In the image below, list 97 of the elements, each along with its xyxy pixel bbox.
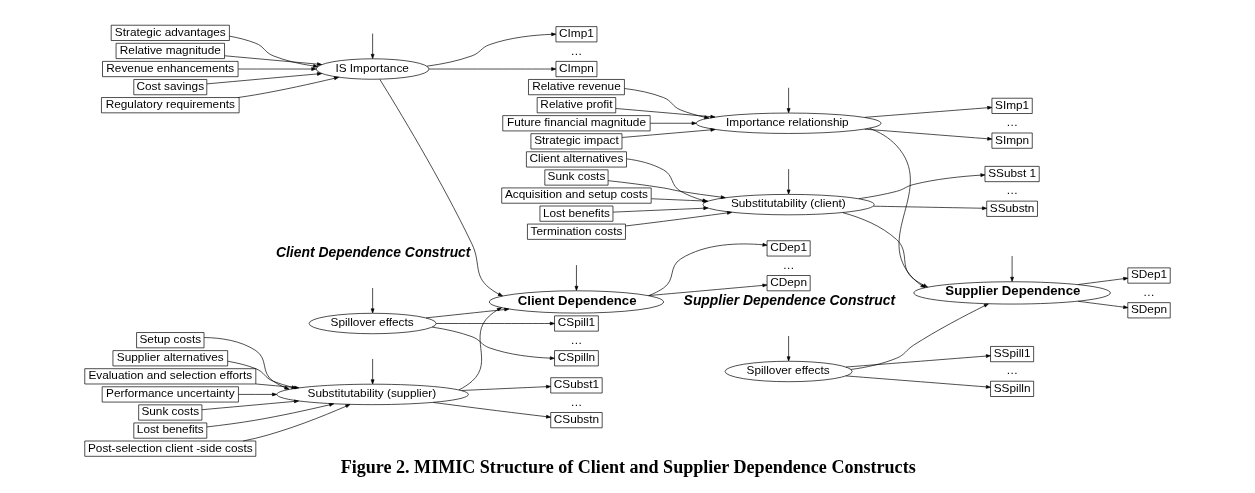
arrow xyxy=(431,326,555,360)
node-box: Relative profit xyxy=(536,97,617,114)
label: Supplier Dependence Construct xyxy=(683,291,896,308)
label: … xyxy=(1006,183,1018,198)
arrow xyxy=(224,55,322,66)
node-box: SSpilln xyxy=(990,380,1034,397)
label: … xyxy=(570,332,583,347)
arrow xyxy=(203,337,290,390)
arrow xyxy=(425,307,510,319)
node-box: Cost savings xyxy=(133,79,208,96)
arrow xyxy=(625,211,732,227)
label: … xyxy=(1006,363,1018,378)
arrow xyxy=(1077,276,1129,285)
node-box: Lost benefits xyxy=(133,422,208,439)
node-box: Revenue enhancements xyxy=(102,61,239,78)
arrow xyxy=(1077,300,1129,309)
node-box: Evaluation and selection efforts xyxy=(84,368,257,385)
node-box: CImpn xyxy=(555,61,598,78)
arrow xyxy=(864,105,993,118)
node-box: CSpill1 xyxy=(554,315,599,332)
arrow xyxy=(461,384,551,391)
arrow xyxy=(242,404,351,442)
node-box: Relative revenue xyxy=(528,79,625,96)
node-box: Lost benefits xyxy=(539,205,614,222)
label: … xyxy=(1006,115,1018,130)
arrow xyxy=(370,358,375,385)
node-box: Strategic impact xyxy=(530,133,623,150)
arrow xyxy=(612,206,709,213)
node-box: SDep1 xyxy=(1127,267,1171,284)
arrow xyxy=(574,264,579,291)
arrow xyxy=(237,76,339,98)
arrow xyxy=(1010,255,1014,282)
node-box: CSubst1 xyxy=(550,377,603,394)
arrow xyxy=(864,128,993,141)
arrow xyxy=(428,67,557,71)
arrow xyxy=(458,307,502,391)
node-box: SSubstn xyxy=(986,200,1038,217)
node-box: CDep1 xyxy=(766,240,811,257)
arrow xyxy=(869,127,926,288)
arrow xyxy=(624,88,710,119)
arrow xyxy=(432,402,551,419)
arrow xyxy=(786,87,791,114)
node-box: Supplier alternatives xyxy=(112,350,228,367)
arrow xyxy=(842,212,928,288)
arrow xyxy=(379,79,503,297)
arrow xyxy=(370,287,375,314)
node-box: Sunk costs xyxy=(138,404,203,421)
arrow xyxy=(786,168,791,195)
node-box: SImp1 xyxy=(991,97,1033,114)
node-box: Performance uncertainty xyxy=(101,386,239,403)
arrow xyxy=(845,354,991,368)
arrow xyxy=(229,35,319,68)
arrow xyxy=(435,321,555,326)
node-box: Sunk costs xyxy=(544,169,609,186)
label: Client Dependence Construct xyxy=(275,243,471,260)
arrow xyxy=(621,128,716,138)
label: … xyxy=(782,257,795,272)
label: … xyxy=(570,394,583,409)
node-box: Regulatory requirements xyxy=(101,97,240,114)
arrow xyxy=(648,283,768,296)
node-box: Post-selection client -side costs xyxy=(84,440,257,457)
arrow xyxy=(206,403,335,428)
node-box: Setup costs xyxy=(136,332,205,349)
arrow xyxy=(786,335,791,362)
node-box: CSpilln xyxy=(554,350,599,367)
arrow xyxy=(238,392,277,397)
label: … xyxy=(1143,284,1155,299)
node-box: CSubstn xyxy=(550,412,603,429)
arrow xyxy=(872,205,987,211)
label: … xyxy=(570,43,583,58)
node-box: Termination costs xyxy=(527,223,626,240)
node-box: SDepn xyxy=(1127,302,1171,319)
node-box: SSpill1 xyxy=(990,346,1034,363)
node-box: Acquisition and setup costs xyxy=(501,187,652,204)
arrow xyxy=(426,32,557,67)
arrow xyxy=(858,173,986,199)
arrow xyxy=(607,180,726,199)
node-box: Future financial magnitude xyxy=(502,115,651,132)
arrow xyxy=(845,375,991,389)
node-box: Strategic advantages xyxy=(110,24,230,41)
arrow xyxy=(370,33,375,59)
node-box: Relative magnitude xyxy=(115,42,225,59)
node-box: SImpn xyxy=(991,132,1033,149)
arrow xyxy=(201,399,299,411)
node-ellipse: Spillover effects xyxy=(308,312,437,335)
node-box: SSubst 1 xyxy=(984,166,1040,182)
arrow xyxy=(206,72,322,85)
node-box: CDepn xyxy=(766,275,811,292)
arrow xyxy=(648,243,768,296)
node-box: Client alternatives xyxy=(526,151,627,168)
arrow xyxy=(850,303,989,370)
arrow xyxy=(237,67,317,71)
node-ellipse: Spillover effects xyxy=(724,360,853,383)
caption: Figure 2. MIMIC Structure of Client and Supplier Dependence Constructs xyxy=(340,456,916,477)
node-box: CImp1 xyxy=(555,26,598,43)
arrow xyxy=(649,121,697,126)
arrow xyxy=(615,108,716,119)
